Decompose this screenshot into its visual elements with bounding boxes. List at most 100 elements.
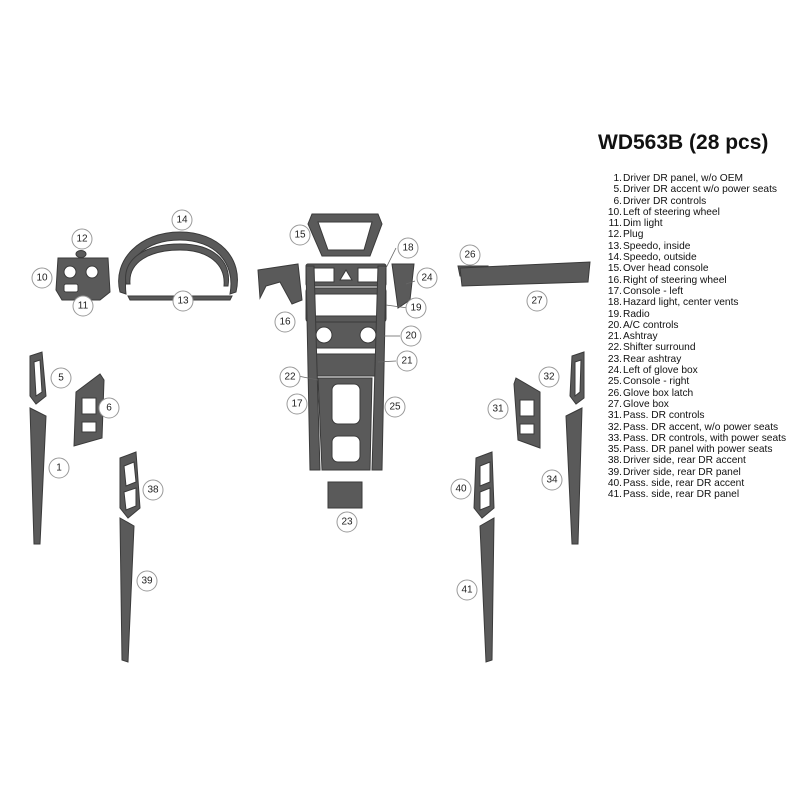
legend-item-label: Glove box bbox=[623, 398, 669, 410]
callout-circle bbox=[72, 295, 94, 317]
callout-circle bbox=[336, 511, 358, 533]
legend-item-number: 32. bbox=[607, 421, 622, 433]
callout-number: 11 bbox=[78, 301, 89, 312]
callout-circle bbox=[274, 311, 296, 333]
legend-item-label: Driver side, rear DR accent bbox=[623, 455, 746, 467]
callout-21: 21 bbox=[396, 350, 418, 372]
callout-circle bbox=[487, 398, 509, 420]
callout-41: 41 bbox=[456, 579, 478, 601]
part-23-rear-ashtray bbox=[327, 481, 363, 509]
legend-item-number: 22. bbox=[607, 342, 622, 354]
legend-item-number: 38. bbox=[607, 455, 622, 467]
legend-item-label: Pass. DR accent, w/o power seats bbox=[623, 421, 779, 433]
legend-item: 21.Ashtray bbox=[608, 331, 796, 342]
part-16-right-of-steering-wheel bbox=[257, 263, 303, 305]
part-14-speedo-outside bbox=[118, 231, 238, 295]
legend-item-label: Left of glove box bbox=[623, 365, 698, 377]
part-6-driver-dr-controls bbox=[73, 373, 105, 447]
legend-item: 6.Driver DR controls bbox=[610, 196, 796, 207]
callout-16: 16 bbox=[274, 311, 296, 333]
legend-item-label: Driver DR accent w/o power seats bbox=[623, 184, 777, 196]
legend-item-label: Shifter surround bbox=[623, 342, 696, 354]
callout-circle bbox=[538, 366, 560, 388]
part-27-glove-box bbox=[459, 261, 591, 287]
legend-item-label: Dim light bbox=[623, 218, 663, 230]
callout-circle bbox=[50, 367, 72, 389]
callout-layer: 1561011121314151617181920212223242526273… bbox=[31, 209, 563, 601]
callout-10: 10 bbox=[31, 267, 53, 289]
legend-item-number: 13. bbox=[607, 240, 622, 252]
legend-item-number: 24. bbox=[607, 365, 622, 377]
callout-circle bbox=[171, 209, 193, 231]
part-13-speedo-inside bbox=[125, 243, 233, 301]
callout-13: 13 bbox=[172, 290, 194, 312]
legend-item-number: 14. bbox=[607, 252, 622, 264]
legend-item-label: Right of steering wheel bbox=[623, 274, 727, 286]
callout-number: 22 bbox=[284, 372, 296, 383]
legend-item: 19.Radio bbox=[608, 309, 796, 320]
legend-item: 33.Pass. DR controls, with power seats bbox=[608, 432, 796, 444]
part-41-pass-side-rear-dr-panel bbox=[479, 517, 495, 663]
callout-31: 31 bbox=[487, 398, 509, 420]
callout-circle bbox=[396, 350, 418, 372]
legend-item: 41.Pass. side, rear DR panel bbox=[608, 489, 796, 500]
callout-number: 39 bbox=[141, 576, 153, 587]
callout-23: 23 bbox=[336, 511, 358, 533]
callout-circle bbox=[98, 397, 120, 419]
callout-number: 27 bbox=[531, 296, 543, 307]
part-21-ashtray bbox=[311, 353, 379, 377]
callout-circle bbox=[384, 396, 406, 418]
callout-40: 40 bbox=[450, 478, 472, 500]
legend-item-number: 33. bbox=[607, 432, 622, 444]
callout-circle bbox=[400, 325, 422, 347]
legend-item: 5.Driver DR accent w/o power seats bbox=[610, 184, 796, 195]
legend-item: 32.Pass. DR accent, w/o power seats bbox=[608, 421, 796, 433]
callout-circle bbox=[456, 579, 478, 601]
legend-item-number: 12. bbox=[607, 229, 622, 241]
legend-item: 22.Shifter surround bbox=[608, 342, 796, 354]
callout-circle bbox=[136, 570, 158, 592]
callout-26: 26 bbox=[459, 244, 481, 266]
callout-circle bbox=[289, 224, 311, 246]
callout-circle bbox=[31, 267, 53, 289]
callout-15: 15 bbox=[289, 224, 311, 246]
callout-number: 38 bbox=[147, 485, 159, 496]
callout-5: 5 bbox=[50, 367, 72, 389]
callout-number: 23 bbox=[341, 517, 353, 528]
callout-circle bbox=[405, 297, 427, 319]
legend-item-label: Plug bbox=[623, 229, 644, 241]
callout-number: 24 bbox=[421, 273, 433, 284]
callout-number: 19 bbox=[410, 303, 422, 314]
callout-number: 32 bbox=[543, 372, 555, 383]
legend-item-number: 31. bbox=[607, 410, 622, 422]
legend-item-number: 40. bbox=[607, 478, 622, 490]
legend-item-label: A/C controls bbox=[623, 319, 679, 331]
callout-number: 18 bbox=[402, 243, 414, 254]
legend-item-number: 16. bbox=[607, 274, 622, 286]
callout-6: 6 bbox=[98, 397, 120, 419]
callout-number: 26 bbox=[464, 250, 476, 261]
callout-number: 13 bbox=[177, 296, 189, 307]
legend-item: 10.Left of steering wheel bbox=[608, 207, 796, 218]
legend-item-number: 1. bbox=[613, 173, 623, 184]
callout-number: 6 bbox=[106, 403, 112, 414]
callout-20: 20 bbox=[400, 325, 422, 347]
callout-circle bbox=[450, 478, 472, 500]
callout-number: 17 bbox=[291, 399, 303, 410]
legend-item: 17.Console - left bbox=[608, 286, 796, 297]
legend-item-label: Pass. DR controls, with power seats bbox=[623, 432, 787, 444]
callout-19: 19 bbox=[405, 297, 427, 319]
callout-circle bbox=[526, 290, 548, 312]
leader-lines bbox=[297, 247, 416, 381]
callout-number: 5 bbox=[58, 373, 64, 384]
callout-circle bbox=[416, 267, 438, 289]
callout-number: 41 bbox=[461, 585, 473, 596]
callout-32: 32 bbox=[538, 366, 560, 388]
callout-12: 12 bbox=[71, 228, 93, 250]
callout-22: 22 bbox=[279, 366, 301, 388]
part-31-pass-dr-controls bbox=[513, 377, 541, 449]
callout-circle bbox=[541, 469, 563, 491]
legend-item-label: Hazard light, center vents bbox=[623, 297, 739, 309]
